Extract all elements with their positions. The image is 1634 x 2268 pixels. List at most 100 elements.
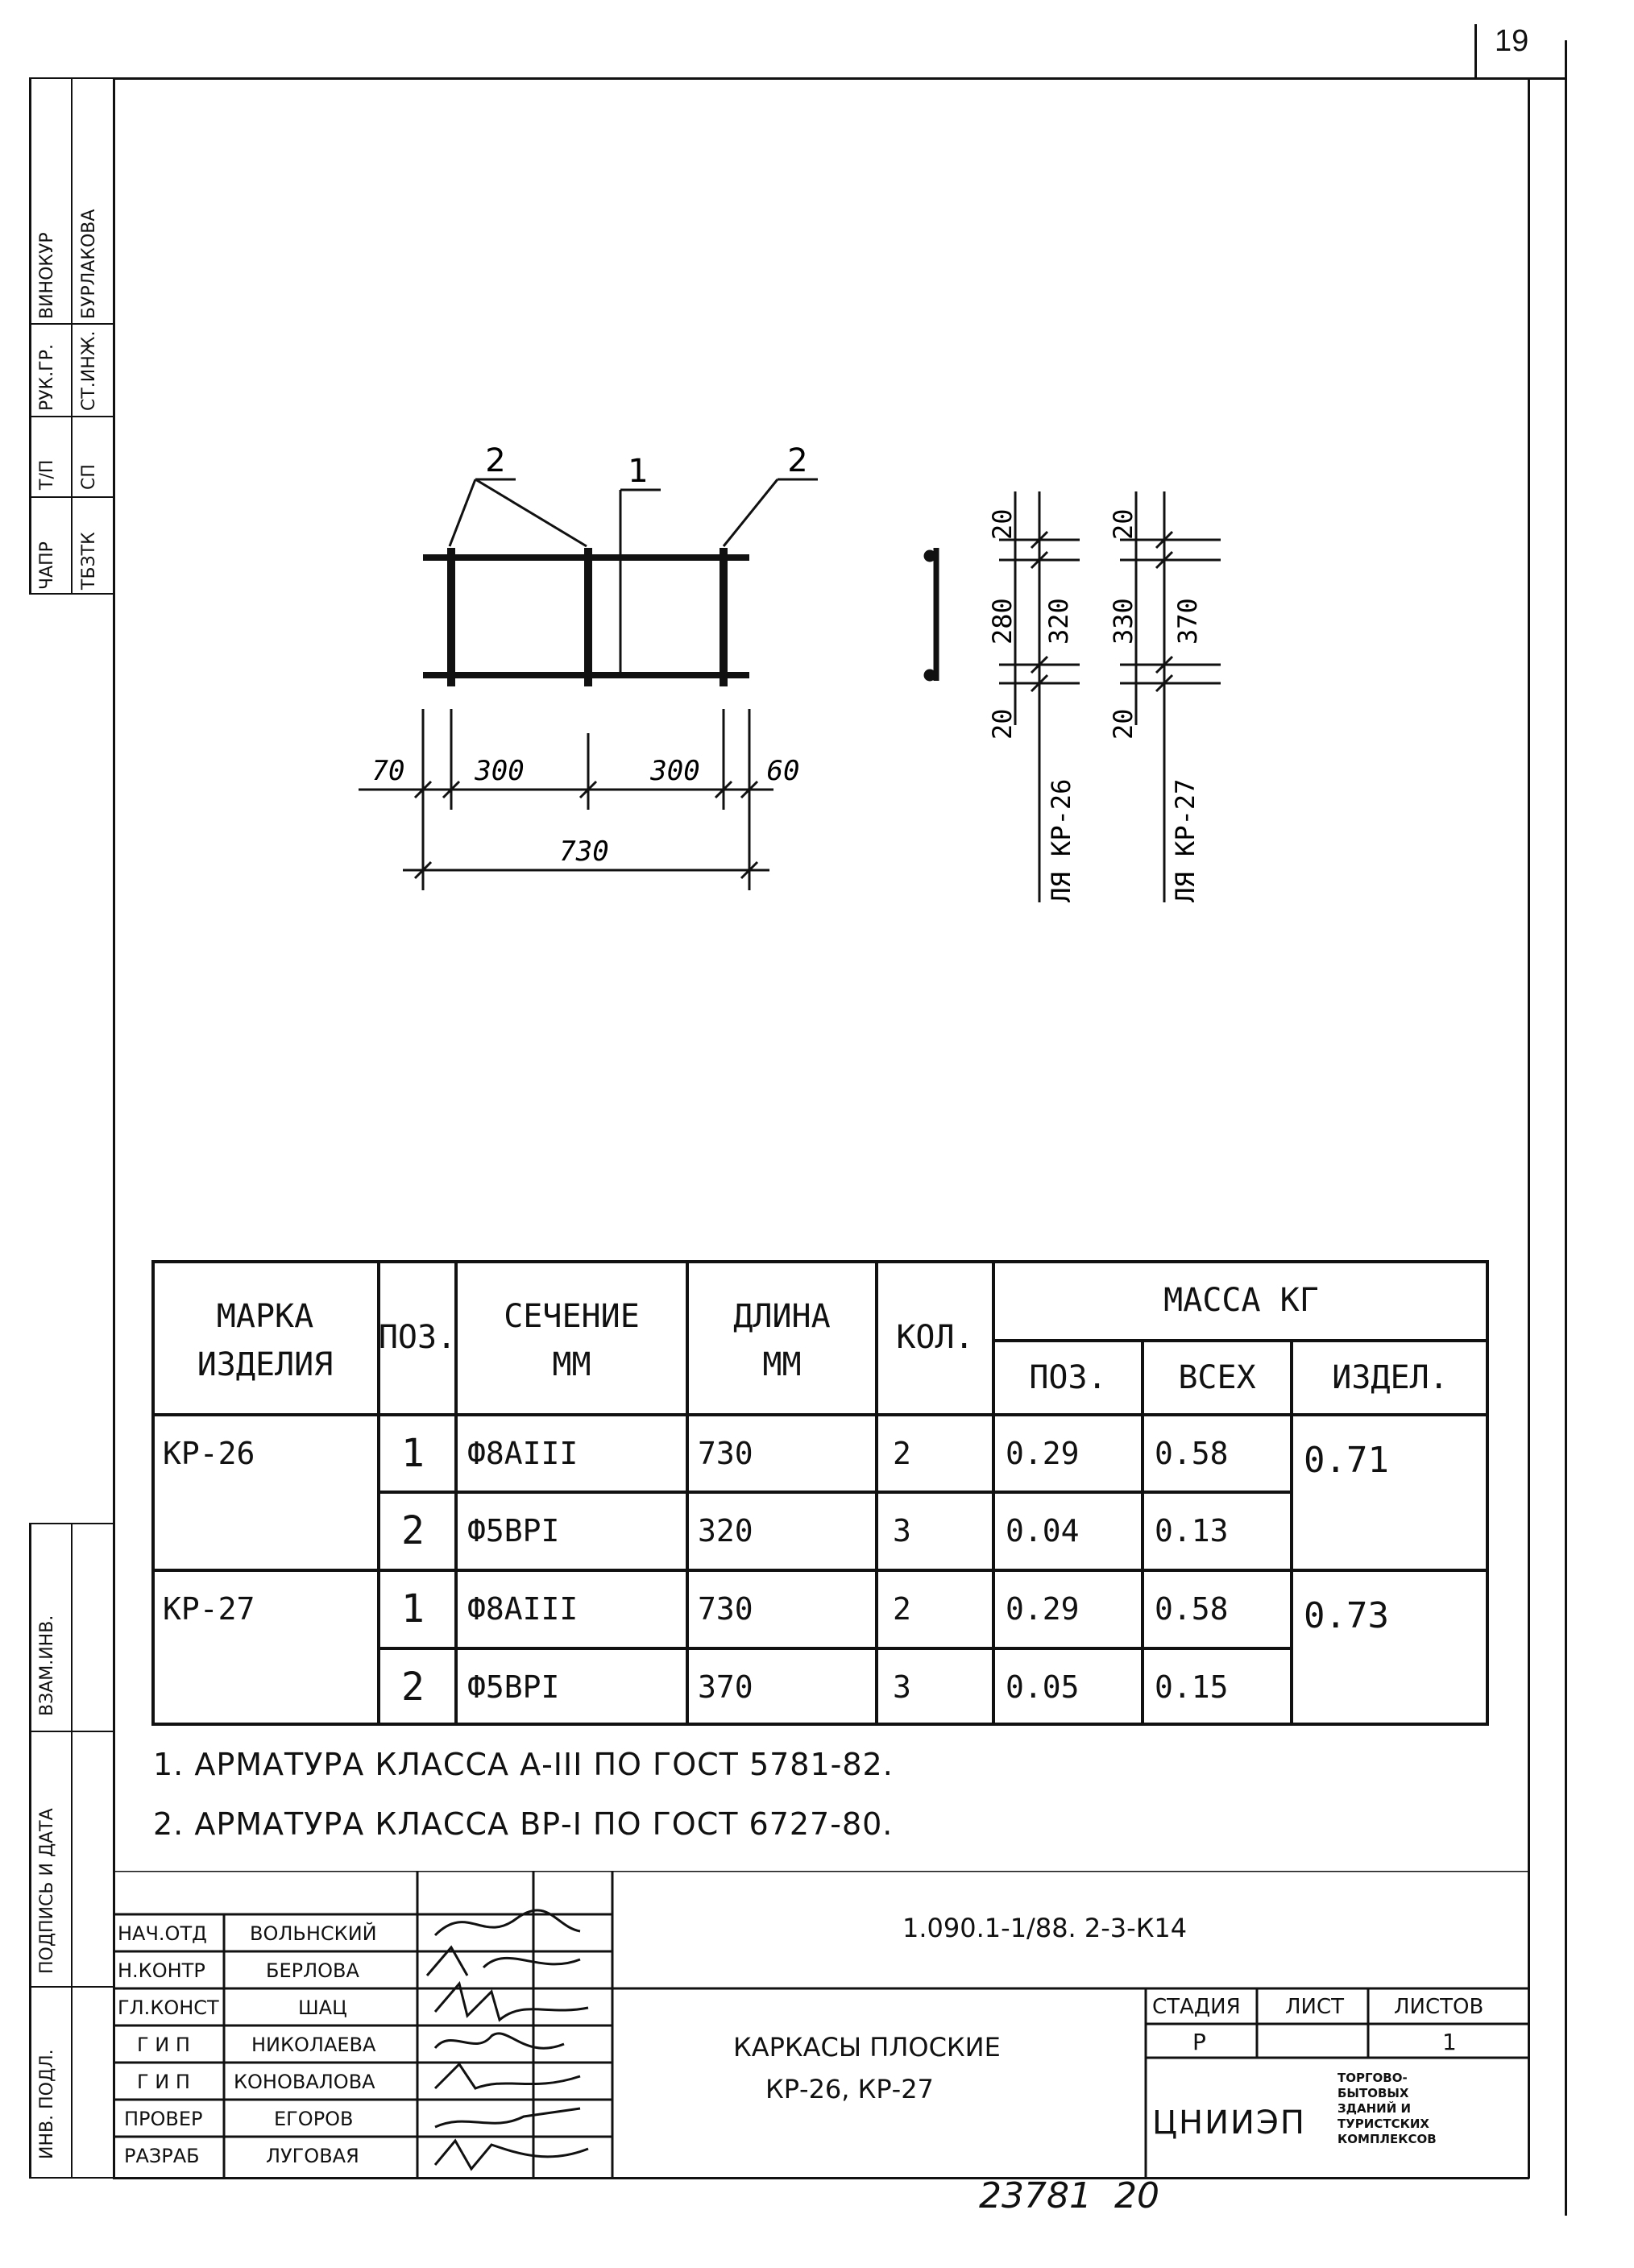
name: ШАЦ [298, 1996, 347, 2019]
hdr-massa-poz: ПОЗ. [1029, 1359, 1107, 1396]
title-block: 1.090.1-1/88. 2-3-К14 КАРКАСЫ ПЛОСКИЕ КР… [113, 1871, 1529, 2177]
callout-1: 1 [628, 453, 648, 490]
callout-2-right: 2 [787, 442, 807, 479]
sheets-value: 1 [1442, 2029, 1457, 2055]
signatures [425, 1909, 589, 2171]
name: БЕРЛОВА [266, 1959, 359, 1982]
stamp-rukgr: РУК.ГР. [37, 344, 57, 411]
label-kr26: ДЛЯ КР-26 [1046, 779, 1076, 902]
cell-dlina: 730 [698, 1591, 753, 1627]
dim-730: 730 [559, 835, 608, 868]
cell-m-vseh: 0.58 [1155, 1591, 1229, 1627]
cell-marka-kr26: КР-26 [163, 1436, 255, 1471]
dim-300-b: 300 [649, 755, 699, 787]
cell-m-poz: 0.05 [1006, 1669, 1080, 1705]
cell-kol: 3 [893, 1669, 911, 1705]
stamp-stinzh: СТ.ИНЖ. [79, 330, 99, 411]
org-desc: ТОРГОВО- БЫТОВЫХ ЗДАНИЙ И ТУРИСТСКИХ КОМ… [1337, 2071, 1437, 2146]
hdr-poz: ПОЗ. [378, 1319, 457, 1356]
hdr-massa: МАССА КГ [1163, 1282, 1319, 1319]
cage-frame [423, 548, 749, 686]
cell-kol: 2 [893, 1436, 911, 1471]
stamp-podpis: ПОДПИСЬ И ДАТА [37, 1808, 57, 1974]
stamp-chapr: ЧАПР [37, 541, 57, 590]
side-dim-kr27-20-bot: 20 [1108, 708, 1138, 740]
cell-izdel-kr26: 0.71 [1304, 1439, 1389, 1481]
name: КОНОВАЛОВА [234, 2071, 375, 2093]
frame-top-tab [1474, 24, 1477, 77]
sheet-number: 19 [1495, 24, 1529, 58]
cell-m-vseh: 0.13 [1155, 1513, 1229, 1549]
name: НИКОЛАЕВА [251, 2034, 376, 2056]
hdr-sechenie: СЕЧЕНИЕ ММ [504, 1298, 640, 1383]
dim-60: 60 [767, 755, 800, 787]
role: ГЛ.КОНСТ [118, 1996, 219, 2019]
side-dim-kr27-330: 330 [1108, 598, 1138, 645]
label-kr27: ДЛЯ КР-27 [1170, 779, 1201, 902]
frame-right-outer [1565, 40, 1567, 2216]
stamp-tbztk: ТБЗТК [79, 532, 99, 590]
cell-poz: 2 [401, 1665, 425, 1710]
dim-300-a: 300 [474, 755, 524, 787]
sheet-label: ЛИСТ [1285, 1995, 1345, 2019]
stage-value: Р [1192, 2029, 1206, 2055]
cell-kol: 3 [893, 1513, 911, 1549]
doc-code: 1.090.1-1/88. 2-3-К14 [902, 1913, 1188, 1943]
cage-drawing: 2 1 2 70 300 300 60 730 [359, 442, 1221, 902]
stamp-vzam: ВЗАМ.ИНВ. [37, 1615, 57, 1716]
frame-bottom [113, 2177, 1529, 2179]
dim-70: 70 [372, 755, 405, 787]
callout-2-left: 2 [485, 442, 505, 479]
footer-handwritten: 23781 20 [979, 2175, 1159, 2216]
side-dim-kr26-20-bot: 20 [987, 708, 1018, 740]
hdr-massa-izdel: ИЗДЕЛ. [1332, 1359, 1449, 1396]
frame-right [1528, 77, 1530, 2179]
role: Г И П [137, 2071, 190, 2093]
cell-izdel-kr27: 0.73 [1304, 1594, 1389, 1636]
stamp-tp: Т/П [37, 459, 57, 490]
note-2: 2. АРМАТУРА КЛАССА ВР-I ПО ГОСТ 6727-80. [153, 1806, 894, 1842]
hdr-marka: МАРКА ИЗДЕЛИЯ [197, 1298, 334, 1383]
cell-dlina: 370 [698, 1669, 753, 1705]
stamp-left: ВЗАМ.ИНВ. ПОДПИСЬ И ДАТА ИНВ. ПОДЛ. [29, 1523, 114, 2179]
hdr-dlina: ДЛИНА ММ [733, 1298, 831, 1383]
spec-table: МАРКА ИЗДЕЛИЯ ПОЗ. СЕЧЕНИЕ ММ ДЛИНА ММ К… [151, 1260, 1489, 1726]
cell-m-vseh: 0.15 [1155, 1669, 1229, 1705]
org-name: ЦНИИЭП [1152, 2104, 1306, 2142]
side-dim-kr26-320: 320 [1043, 598, 1074, 645]
name: ЕГОРОВ [274, 2108, 354, 2130]
stamp-top: ЧАПР Т/П РУК.ГР. ВИНОКУР ТБЗТК СП СТ.ИНЖ… [29, 77, 114, 595]
side-dim-kr27-20-top: 20 [1108, 508, 1138, 540]
cell-m-vseh: 0.58 [1155, 1436, 1229, 1471]
role: Н.КОНТР [118, 1959, 205, 1982]
stamp-vinokur: ВИНОКУР [37, 232, 57, 319]
role: Г И П [137, 2034, 190, 2056]
role: РАЗРАБ [124, 2145, 200, 2167]
stage-label: СТАДИЯ [1152, 1995, 1241, 2019]
doc-title-1: КАРКАСЫ ПЛОСКИЕ [733, 2032, 1001, 2063]
cell-sechenie: Ф5ВРI [467, 1513, 560, 1549]
cell-kol: 2 [893, 1591, 911, 1627]
cell-poz: 2 [401, 1508, 425, 1553]
doc-title-2: КР-26, КР-27 [765, 2074, 934, 2104]
frame-top-outer [1474, 77, 1566, 80]
frame-left [113, 77, 115, 2179]
cell-m-poz: 0.29 [1006, 1591, 1080, 1627]
name: ВОЛЬНСКИЙ [250, 1922, 377, 1945]
frame-top [113, 77, 1529, 80]
hdr-kol: КОЛ. [896, 1319, 974, 1356]
cell-sechenie: Ф8АIII [467, 1436, 579, 1471]
cell-poz: 1 [401, 1586, 425, 1632]
name: ЛУГОВАЯ [266, 2145, 359, 2167]
hdr-massa-vseh: ВСЕХ [1178, 1359, 1256, 1396]
cell-dlina: 320 [698, 1513, 753, 1549]
cell-m-poz: 0.04 [1006, 1513, 1080, 1549]
stamp-sp: СП [79, 464, 99, 490]
stamp-inv: ИНВ. ПОДЛ. [37, 2049, 57, 2159]
side-dim-kr26-280: 280 [987, 598, 1018, 645]
role: НАЧ.ОТД [118, 1922, 207, 1945]
note-1: 1. АРМАТУРА КЛАССА А-III ПО ГОСТ 5781-82… [153, 1747, 894, 1782]
cell-sechenie: Ф8АIII [467, 1591, 579, 1627]
role: ПРОВЕР [124, 2108, 203, 2130]
side-dim-kr27-370: 370 [1172, 598, 1203, 645]
